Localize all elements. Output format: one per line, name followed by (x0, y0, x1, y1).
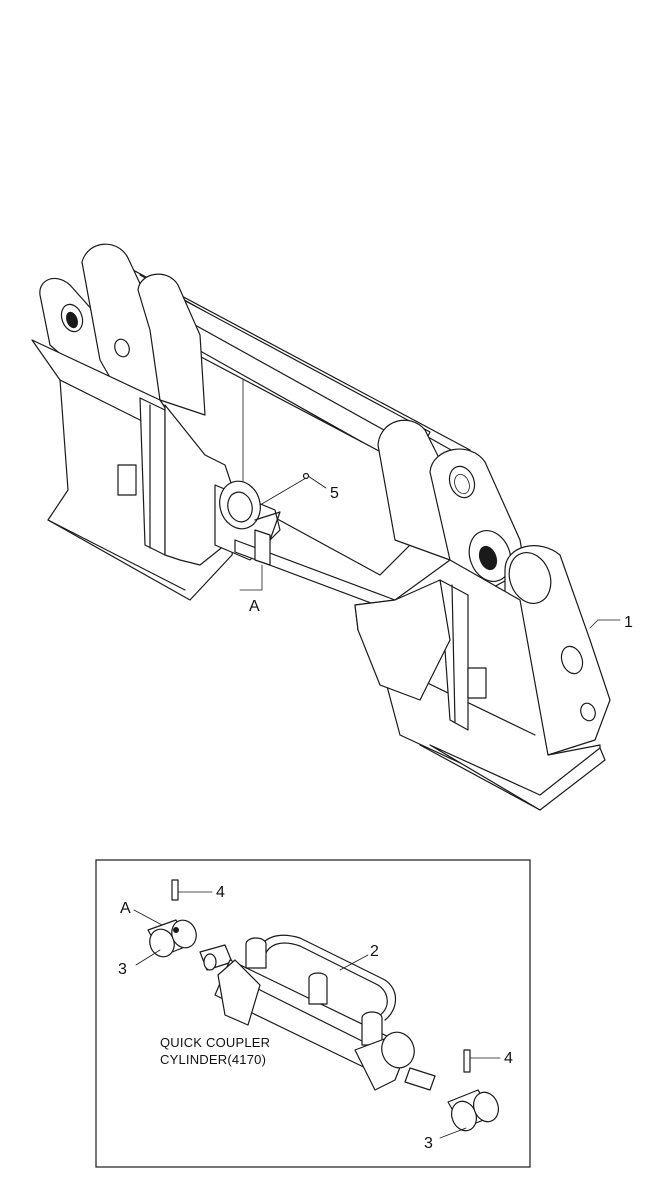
callout-2: 2 (370, 943, 379, 960)
callout-3-left: 3 (118, 961, 127, 978)
note-line-1: QUICK COUPLER (160, 1035, 270, 1050)
quick-coupler-frame (31, 243, 611, 811)
detail-leader-lines (133, 909, 467, 1139)
callout-a-detail: A (120, 900, 131, 917)
callout-3-right: 3 (424, 1135, 433, 1152)
note-line-2: CYLINDER(4170) (160, 1052, 266, 1067)
callout-4-left: 4 (216, 884, 225, 901)
callout-1: 1 (624, 614, 633, 631)
callout-4-right: 4 (504, 1050, 513, 1067)
main-leader-lines (239, 472, 621, 629)
callout-a-main: A (249, 598, 260, 615)
callout-5: 5 (330, 485, 339, 502)
cylinder-assembly (147, 879, 501, 1132)
